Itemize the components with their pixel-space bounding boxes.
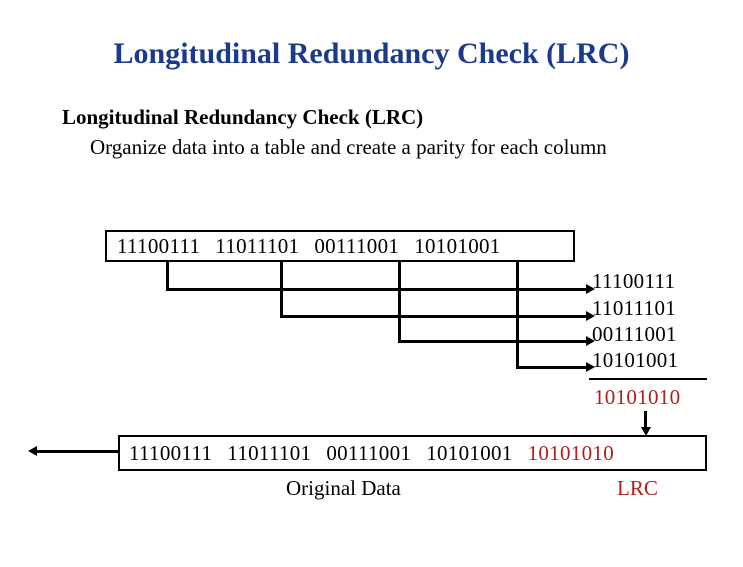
- connector-horizontal-3: [398, 340, 589, 343]
- bottom-data-box: 11100111 11011101 00111001 10101001 1010…: [118, 435, 707, 471]
- connector-arrowhead-3: [586, 336, 595, 346]
- top-box-byte: 11011101: [215, 233, 300, 258]
- bottom-box-byte: 10101001: [426, 440, 513, 465]
- body-heading: Longitudinal Redundancy Check (LRC): [62, 105, 424, 129]
- original-data-label: Original Data: [286, 476, 401, 500]
- connector-horizontal-1: [166, 288, 589, 291]
- bottom-box-lrc: 10101010: [527, 440, 615, 465]
- connector-vertical-2: [280, 262, 283, 318]
- top-box-byte: 10101001: [414, 233, 501, 258]
- connector-vertical-4: [516, 262, 519, 369]
- page-title: Longitudinal Redundancy Check (LRC): [113, 37, 630, 70]
- bottom-box-byte: 11100111: [129, 440, 213, 465]
- connector-vertical-3: [398, 262, 401, 343]
- body-subtext: Organize data into a table and create a …: [90, 135, 607, 159]
- bottom-box-byte: 11011101: [227, 440, 312, 465]
- column-row: 00111001: [592, 322, 677, 346]
- bottom-box-byte: 00111001: [326, 440, 412, 465]
- top-box-byte: 00111001: [314, 233, 400, 258]
- column-sum-rule: [589, 378, 707, 380]
- lrc-label: LRC: [617, 476, 658, 500]
- column-row: 10101001: [592, 348, 679, 372]
- connector-vertical-1: [166, 262, 169, 291]
- connector-arrowhead-4: [586, 362, 595, 372]
- column-lrc-value: 10101010: [594, 385, 681, 409]
- lrc-arrowhead-down: [641, 427, 651, 436]
- top-box-byte: 11100111: [117, 233, 201, 258]
- column-row: 11011101: [592, 296, 677, 320]
- connector-arrowhead-1: [586, 284, 595, 294]
- top-data-box: 11100111 11011101 00111001 10101001: [105, 230, 575, 262]
- connector-horizontal-2: [280, 315, 589, 318]
- connector-arrowhead-2: [586, 311, 595, 321]
- connector-horizontal-4: [516, 366, 589, 369]
- transmit-arrow-shaft: [35, 450, 120, 453]
- transmit-arrowhead-left: [28, 446, 37, 456]
- lrc-arrow-shaft: [644, 411, 647, 430]
- column-row: 11100111: [592, 269, 676, 293]
